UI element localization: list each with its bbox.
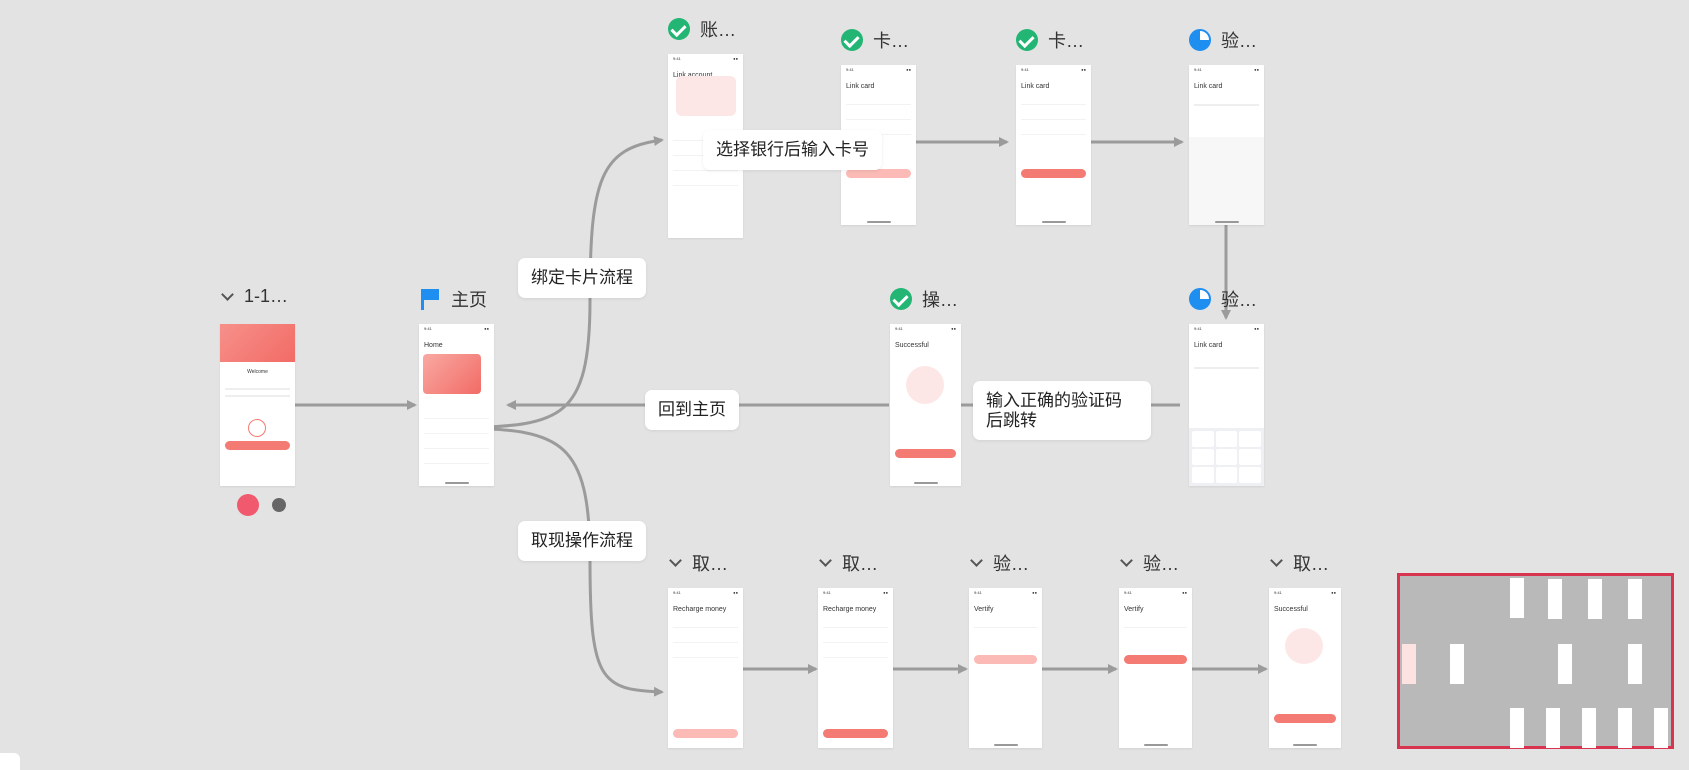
- node-title-text: 1-1…: [244, 286, 289, 306]
- screen-thumbnail-withdraw2: 9:41●● Recharge money: [818, 588, 893, 748]
- screen-title: Link card: [1194, 342, 1223, 349]
- screen-thumbnail-card2: 9:41●● Link card: [1016, 65, 1091, 225]
- node-title-text: 验…: [1143, 554, 1179, 574]
- node-withdraw-success[interactable]: 取… 9:41●● Successful: [1269, 554, 1341, 748]
- screen-title: Link card: [1021, 83, 1050, 90]
- edge-label-bind-card-flow[interactable]: 绑定卡片流程: [518, 258, 646, 298]
- node-title: 卡…: [841, 27, 909, 53]
- pager-dot[interactable]: [272, 498, 286, 512]
- node-title: 账…: [668, 16, 736, 42]
- minimap[interactable]: [1397, 573, 1674, 749]
- node-title-text: 操…: [922, 290, 958, 310]
- node-title-text: 卡…: [873, 31, 909, 51]
- screen-thumbnail-verify1: 9:41●● Link card: [1189, 65, 1264, 225]
- node-title-text: 验…: [1221, 31, 1257, 51]
- node-title: 验…: [1189, 27, 1257, 53]
- node-title-text: 账…: [700, 20, 736, 40]
- check-circle-icon: [890, 288, 912, 310]
- node-title-text: 验…: [993, 554, 1029, 574]
- screen-thumbnail-home: 9:41●● Home: [419, 324, 494, 486]
- screen-thumbnail-vertify2: 9:41●● Vertify: [1119, 588, 1192, 748]
- node-title-text: 验…: [1221, 290, 1257, 310]
- chevron-down-icon[interactable]: [1269, 556, 1283, 570]
- node-title-text: 卡…: [1048, 31, 1084, 51]
- screen-text: Welcome: [247, 369, 268, 375]
- edge-label-select-bank[interactable]: 选择银行后输入卡号: [703, 130, 882, 170]
- chevron-down-icon[interactable]: [220, 290, 234, 304]
- node-title: 取…: [1269, 550, 1329, 576]
- node-title: 操…: [890, 286, 958, 312]
- screen-thumbnail-vertify1: 9:41●● Vertify: [969, 588, 1042, 748]
- screen-title: Link account: [673, 72, 738, 79]
- node-success[interactable]: 操… 9:41●● Successful: [890, 288, 961, 486]
- screen-thumbnail-verify2: 9:41●● Link card: [1189, 324, 1264, 486]
- node-title-text: 取…: [842, 554, 878, 574]
- screen-title: Link card: [846, 83, 875, 90]
- screen-title: Successful: [895, 342, 929, 349]
- node-title: 验…: [1119, 550, 1179, 576]
- edge-home-account: [464, 136, 664, 430]
- node-title: 卡…: [1016, 27, 1084, 53]
- node-withdraw2[interactable]: 取… 9:41●● Recharge money: [818, 554, 893, 748]
- screen-thumbnail-withdraw-success: 9:41●● Successful: [1269, 588, 1341, 748]
- progress-pie-icon: [1189, 29, 1211, 51]
- node-withdraw1[interactable]: 取… 9:41●● Recharge money: [668, 554, 743, 748]
- chevron-down-icon[interactable]: [1119, 556, 1133, 570]
- node-title-text: 取…: [692, 554, 728, 574]
- progress-pie-icon: [1189, 288, 1211, 310]
- screen-title: Link card: [1194, 83, 1223, 90]
- screen-title: Vertify: [974, 606, 994, 613]
- corner-tab[interactable]: [0, 753, 20, 770]
- screen-title: Recharge money: [673, 606, 727, 613]
- node-title: 验…: [1189, 286, 1257, 312]
- edge-label-back-home[interactable]: 回到主页: [645, 390, 739, 430]
- node-title: 1-1…: [220, 286, 288, 307]
- screen-title: Successful: [1274, 606, 1308, 613]
- screen-title: Home: [424, 342, 443, 349]
- node-title-text: 取…: [1293, 554, 1329, 574]
- chevron-down-icon[interactable]: [818, 556, 832, 570]
- chevron-down-icon[interactable]: [668, 556, 682, 570]
- screen-thumbnail-success: 9:41●● Successful: [890, 324, 961, 486]
- pager-dot-active[interactable]: [237, 494, 259, 516]
- node-login[interactable]: 1-1… Welcome: [220, 286, 295, 486]
- edge-label-withdraw-flow[interactable]: 取现操作流程: [518, 521, 646, 561]
- screen-thumbnail-withdraw1: 9:41●● Recharge money: [668, 588, 743, 748]
- node-verify1[interactable]: 验… 9:41●● Link card: [1189, 29, 1264, 225]
- screen-title: Recharge money: [823, 606, 877, 613]
- edge-label-correct-code[interactable]: 输入正确的验证码后跳转: [973, 381, 1151, 441]
- node-title: 验…: [969, 550, 1029, 576]
- check-circle-icon: [1016, 29, 1038, 51]
- node-vertify2[interactable]: 验… 9:41●● Vertify: [1119, 554, 1192, 748]
- screen-thumbnail-login: Welcome: [220, 324, 295, 486]
- check-circle-icon: [668, 18, 690, 40]
- check-circle-icon: [841, 29, 863, 51]
- screen-title: Vertify: [1124, 606, 1144, 613]
- node-home[interactable]: 主页 9:41●● Home: [419, 289, 494, 486]
- node-title-text: 主页: [451, 290, 487, 310]
- node-vertify1[interactable]: 验… 9:41●● Vertify: [969, 554, 1042, 748]
- node-card2[interactable]: 卡… 9:41●● Link card: [1016, 29, 1091, 225]
- node-title: 取…: [818, 550, 878, 576]
- node-title: 取…: [668, 550, 728, 576]
- chevron-down-icon[interactable]: [969, 556, 983, 570]
- node-title: 主页: [419, 286, 487, 312]
- node-verify2[interactable]: 验… 9:41●● Link card: [1189, 288, 1264, 486]
- flag-icon: [419, 288, 441, 310]
